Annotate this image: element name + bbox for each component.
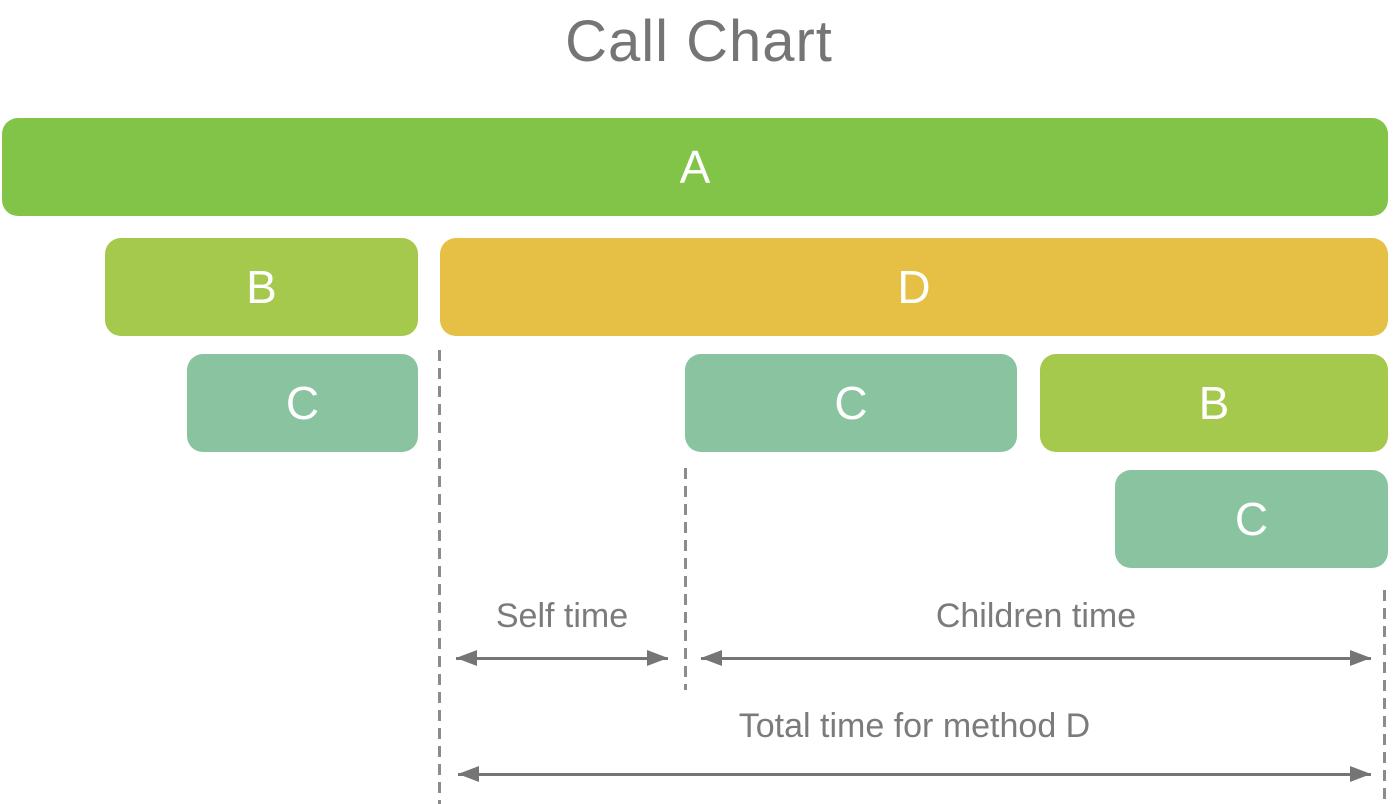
bar-method-b-first: B xyxy=(105,238,418,336)
bar-method-a: A xyxy=(2,118,1388,216)
self-time-arrow xyxy=(456,650,668,666)
bar-method-c-second-label: C xyxy=(834,377,868,429)
children-time-arrow xyxy=(701,650,1371,666)
diagram-title: Call Chart xyxy=(565,9,833,74)
bar-method-c-first-label: C xyxy=(285,377,320,429)
bar-method-c-third-label: C xyxy=(1234,493,1269,545)
bar-method-c-third: C xyxy=(1115,470,1388,568)
bar-method-b-second-label: B xyxy=(1198,377,1230,429)
bar-method-c-first: C xyxy=(187,354,418,452)
bar-method-b-second: B xyxy=(1040,354,1388,452)
bar-method-d-label: D xyxy=(897,261,931,313)
total-time-arrow xyxy=(458,766,1371,782)
dashed-guide-method-d-start xyxy=(438,350,441,804)
bar-method-b-first-label: B xyxy=(246,261,277,313)
total-time-label: Total time for method D xyxy=(738,707,1091,745)
bar-method-a-label: A xyxy=(679,141,711,193)
children-time-label: Children time xyxy=(935,597,1137,635)
bar-method-d: D xyxy=(440,238,1388,336)
dashed-guide-method-d-end xyxy=(1383,590,1386,804)
self-time-label: Self time xyxy=(495,597,629,635)
dashed-guide-children-start xyxy=(684,468,687,690)
bar-method-c-second: C xyxy=(685,354,1017,452)
